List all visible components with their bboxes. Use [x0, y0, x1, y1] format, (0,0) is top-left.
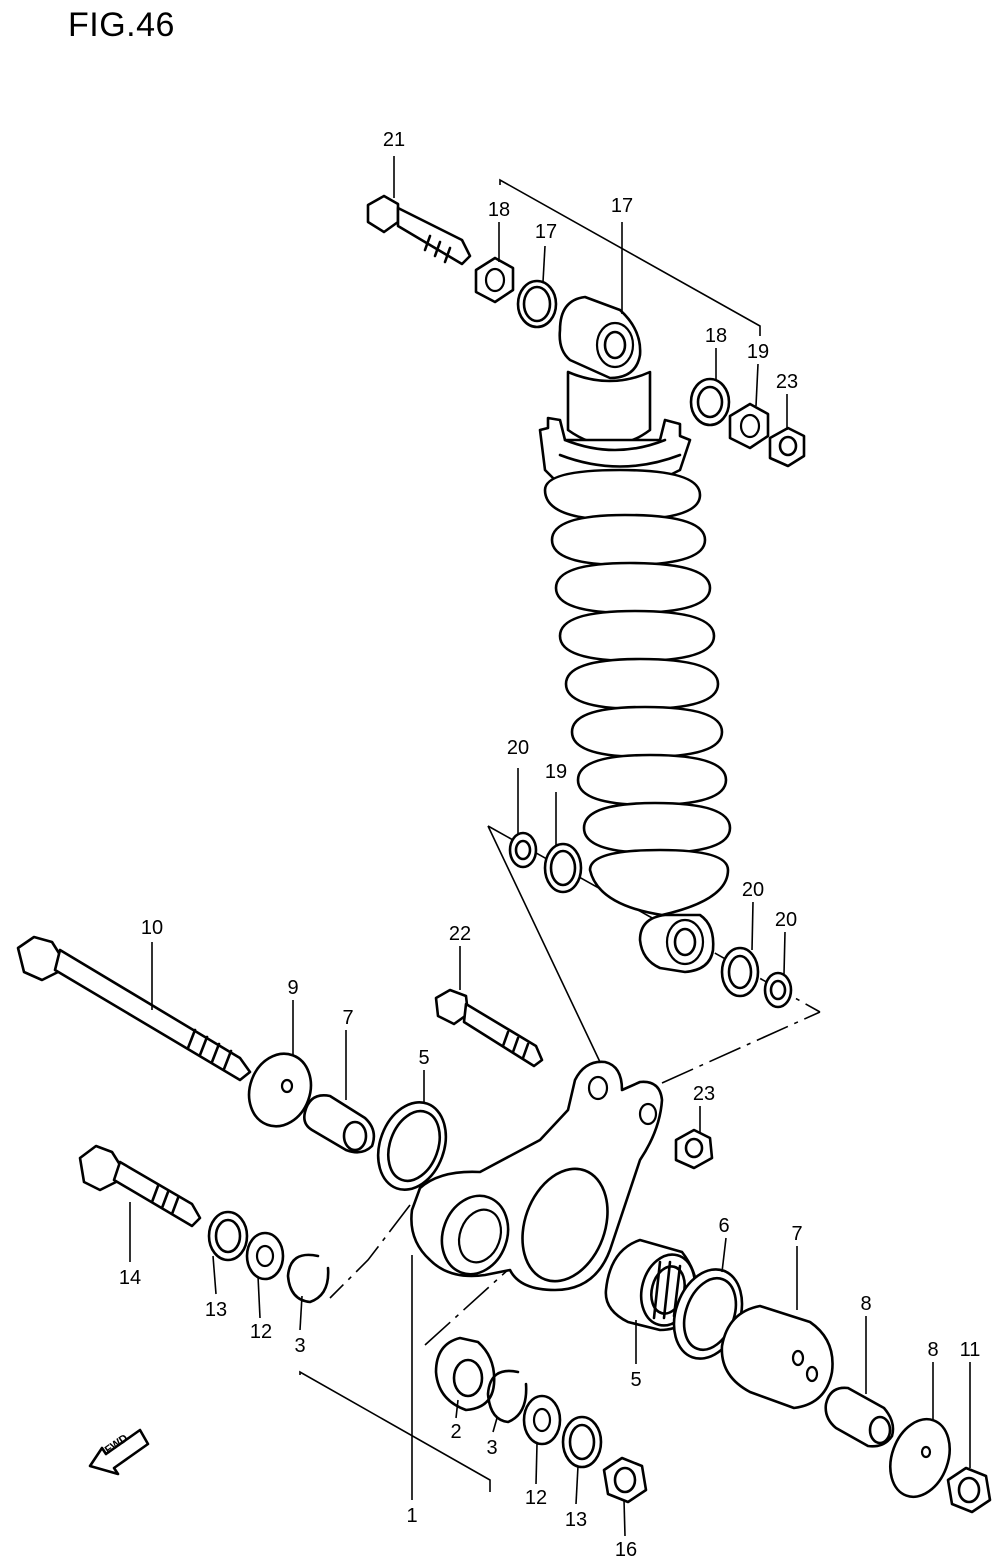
label-23-lower: 23 [693, 1083, 715, 1105]
seal-19-lower[interactable] [720, 946, 760, 998]
label-17-lower: 18 [705, 325, 727, 347]
label-12-upper: 12 [250, 1321, 272, 1343]
label-17-upper: 17 [535, 221, 557, 243]
bolt-10[interactable] [16, 935, 252, 1082]
seal-17-lower[interactable] [689, 377, 731, 427]
seal-13-lower[interactable] [561, 1415, 603, 1469]
label-1: 1 [406, 1505, 417, 1527]
nut-15[interactable] [602, 1456, 648, 1504]
shock-spring [543, 468, 732, 917]
nut-23-lower[interactable] [674, 1128, 714, 1170]
label-19-upper: 19 [545, 761, 567, 783]
spacer-7-upper[interactable] [303, 1094, 376, 1154]
assembly-lines [299, 178, 821, 1500]
label-12-lower: 12 [525, 1487, 547, 1509]
label-14: 14 [119, 1267, 141, 1289]
spacer-20-upper[interactable] [508, 831, 538, 869]
label-3-lower: 3 [486, 1437, 497, 1459]
spacer-20-lower[interactable] [763, 971, 793, 1009]
fwd-arrow-icon: FWD [88, 1428, 150, 1476]
label-3-upper: 3 [294, 1335, 305, 1357]
oil-seal-5-upper[interactable] [367, 1093, 458, 1199]
seal-19-upper[interactable] [543, 842, 583, 894]
leader-lines [129, 156, 971, 1537]
label-8: 8 [927, 1339, 938, 1361]
washer-12-upper[interactable] [245, 1231, 285, 1281]
figure-title: FIG.46 [68, 6, 175, 44]
shock-absorber-16[interactable] [538, 295, 732, 974]
spacer-18-lower[interactable] [728, 402, 770, 450]
label-5-upper: 5 [418, 1047, 429, 1069]
label-11: 11 [960, 1339, 981, 1361]
seal-13-upper[interactable] [207, 1210, 249, 1262]
seal-17-upper[interactable] [516, 279, 558, 329]
label-20-upper: 20 [507, 737, 529, 759]
label-6: 7 [791, 1223, 802, 1245]
circlip-3-lower[interactable] [486, 1369, 528, 1424]
bearing-2[interactable] [434, 1336, 496, 1412]
spacer-18-upper[interactable] [474, 256, 515, 304]
bolt-14[interactable] [78, 1144, 202, 1228]
label-20-lower: 20 [775, 909, 797, 931]
label-18-upper: 18 [488, 199, 510, 221]
part-number-labels: 21 18 17 17 18 19 23 20 19 20 20 10 22 9… [119, 129, 981, 1561]
label-10: 10 [141, 917, 163, 939]
label-23-upper: 23 [776, 371, 798, 393]
label-19-lower: 20 [742, 879, 764, 901]
bolt-22[interactable] [434, 988, 544, 1068]
label-16: 17 [611, 195, 633, 217]
bolt-21[interactable] [366, 194, 472, 266]
washer-12-lower[interactable] [522, 1394, 562, 1446]
label-7-upper: 7 [342, 1007, 353, 1029]
spacer-6[interactable] [720, 1304, 834, 1410]
label-18-lower: 19 [747, 341, 769, 363]
circlip-3-upper[interactable] [286, 1253, 330, 1304]
label-15: 16 [615, 1539, 637, 1561]
label-9: 9 [287, 977, 298, 999]
washer-8[interactable] [880, 1411, 960, 1505]
label-13-upper: 13 [205, 1299, 227, 1321]
nut-23-upper[interactable] [768, 426, 806, 468]
label-2: 2 [450, 1421, 461, 1443]
label-5-lower: 6 [718, 1215, 729, 1237]
label-22: 22 [449, 923, 471, 945]
label-4: 5 [630, 1369, 641, 1391]
needle-bearing-4[interactable] [604, 1238, 703, 1332]
label-21: 21 [383, 129, 405, 151]
cushion-lever-1[interactable] [410, 1060, 664, 1293]
label-13-lower: 13 [565, 1509, 587, 1531]
spacer-7-lower[interactable] [824, 1386, 895, 1448]
label-7-lower: 8 [860, 1293, 871, 1315]
nut-11[interactable] [946, 1466, 992, 1514]
